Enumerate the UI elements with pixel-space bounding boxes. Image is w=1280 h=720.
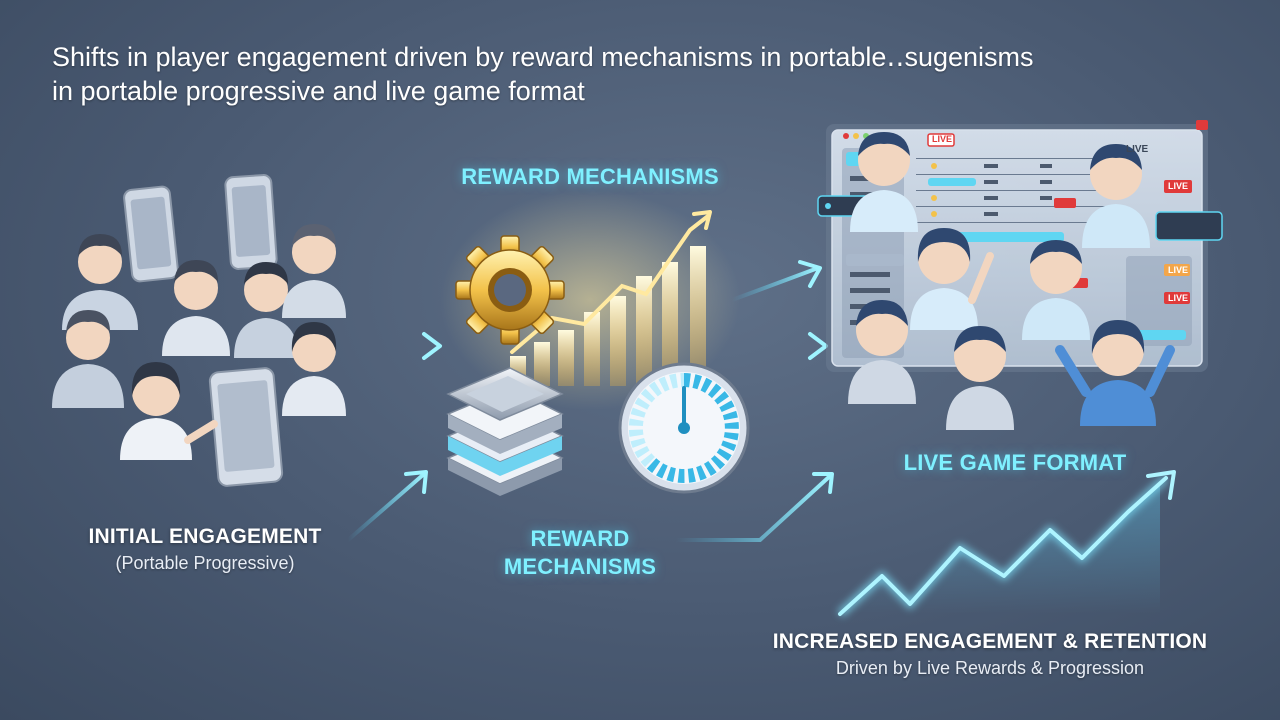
person-icon	[910, 228, 994, 330]
trend-arrow-icon	[837, 470, 1176, 617]
initial-engagement-sublabel: (Portable Progressive)	[115, 553, 295, 573]
person-icon	[848, 300, 916, 404]
person-icon	[282, 322, 346, 416]
person-icon	[1055, 320, 1175, 426]
stack-icon	[446, 367, 564, 496]
title-line-2: in portable progressive and live game fo…	[52, 76, 585, 106]
person-icon	[1082, 144, 1150, 248]
smartphone-icon	[123, 185, 179, 283]
flow-arrow-icon	[674, 472, 834, 542]
page-title: Shifts in player engagement driven by re…	[52, 40, 1232, 108]
outcome-label: INCREASED ENGAGEMENT & RETENTION	[772, 630, 1208, 653]
outcome-sublabel: Driven by Live Rewards & Progression	[835, 658, 1145, 678]
smartphone-icon	[224, 174, 278, 270]
flow-arrow-icon	[346, 332, 442, 360]
reward-mechanisms-title: REWARD MECHANISMS	[461, 164, 719, 189]
live-tag: LIVE	[1168, 181, 1189, 191]
initial-engagement-label: INITIAL ENGAGEMENT	[88, 525, 322, 548]
live-header: LIVE	[1126, 144, 1149, 155]
gear-icon	[455, 235, 565, 345]
reward-mechanisms-line-2: MECHANISMS	[503, 554, 657, 579]
live-game-format-label: LIVE GAME FORMAT	[903, 450, 1127, 475]
live-tag: LIVE	[1168, 265, 1189, 275]
flow-arrow-icon	[346, 470, 428, 542]
person-icon	[162, 260, 230, 356]
person-icon	[946, 326, 1014, 430]
smartphone-icon	[208, 367, 284, 487]
live-badge: LIVE	[932, 134, 953, 144]
person-icon	[234, 262, 298, 358]
person-icon	[52, 310, 124, 408]
dashboard-icon	[817, 120, 1223, 430]
person-icon	[850, 132, 918, 232]
gauge-icon	[618, 362, 750, 494]
initial-engagement-group	[52, 174, 346, 487]
person-icon	[282, 224, 346, 318]
reward-mechanisms-group	[440, 190, 750, 496]
person-icon	[120, 362, 218, 460]
person-icon	[1022, 240, 1090, 340]
reward-mechanisms-label: REWARD MECHANISMS	[470, 525, 690, 581]
flow-arrow-icon	[730, 332, 828, 360]
title-line-1: Shifts in player engagement driven by re…	[52, 42, 1034, 72]
reward-mechanisms-line-1: REWARD	[530, 526, 630, 551]
live-tag: LIVE	[1168, 293, 1189, 303]
flow-arrow-icon	[730, 260, 822, 302]
